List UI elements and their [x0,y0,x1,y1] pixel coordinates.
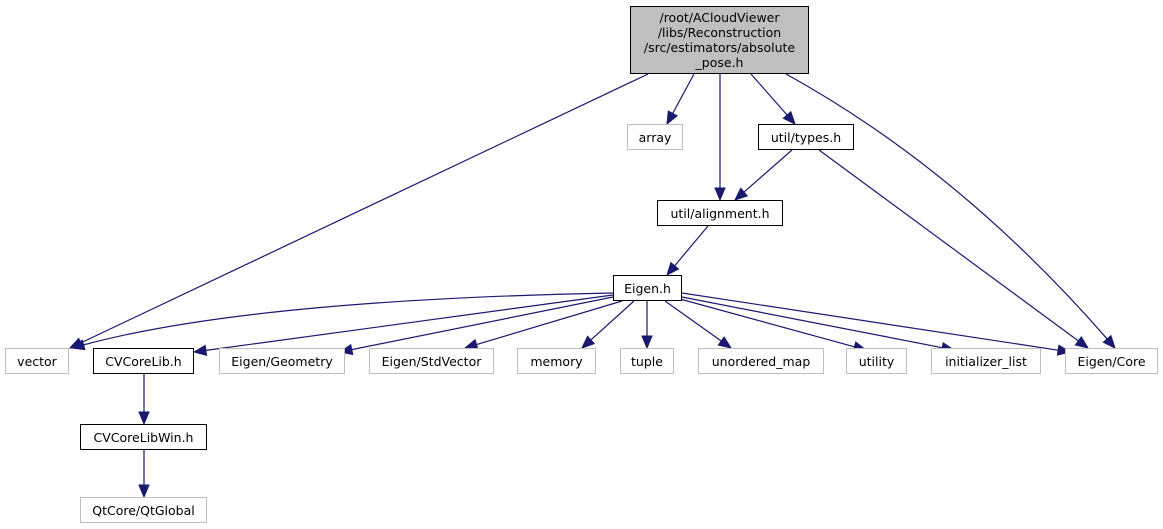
arrowhead-icon [717,336,733,349]
node-qtcore-qtglobal: QtCore/QtGlobal [80,497,207,523]
edge-line [590,300,635,341]
edge-eigen-to-eigencore [681,292,1072,356]
edge-line [674,225,709,267]
edge-types-to-eigencore [818,149,1090,349]
arrowhead-icon [138,484,150,499]
node-cvcorelibwin-h[interactable]: CVCoreLibWin.h [80,424,207,450]
arrowhead-icon [70,339,86,351]
node-unordered-map: unordered_map [698,348,824,374]
arrowhead-icon [641,335,653,350]
edge-eigen-to-vector [70,292,614,351]
node-util-alignment-h[interactable]: util/alignment.h [657,200,783,226]
edge-root-to-array [666,73,695,126]
edge-line [83,292,614,346]
edge-line [679,298,855,348]
arrowhead-icon [714,187,726,202]
node-array: array [627,124,683,150]
edge-line [205,294,614,351]
edge-line [681,296,943,349]
edge-line [818,149,1079,342]
node-util-types-h[interactable]: util/types.h [758,124,854,150]
edge-root-to-alignment [714,74,726,202]
edge-cvcorelibwin-to-qtglobal [138,450,150,499]
node-eigen-h[interactable]: Eigen.h [613,275,682,301]
edge-eigen-to-cvcorelib [192,294,614,357]
edge-line [743,149,793,193]
edge-line [664,300,722,342]
node-vector: vector [5,348,69,374]
node-initializer-list: initializer_list [931,348,1041,374]
arrowhead-icon [192,344,208,357]
node-cvcorelib-h[interactable]: CVCoreLib.h [93,348,194,374]
arrowhead-icon [1074,335,1090,349]
node-utility: utility [846,348,907,374]
edge-root-to-eigencore [785,73,1116,349]
root-line-1: /root/ACloudViewer [659,10,780,25]
root-line-2: /libs/Reconstruction [657,25,782,40]
edge-line [750,73,788,116]
edge-eigen-to-memory [581,300,635,349]
edge-root-to-types [750,73,796,125]
edge-line [681,292,1059,351]
node-tuple: tuple [620,348,674,374]
edge-types-to-alignment [734,149,793,201]
edge-eigen-to-tuple [641,301,653,350]
node-eigen-core: Eigen/Core [1065,348,1158,374]
node-memory: memory [517,348,596,374]
arrowhead-icon [138,411,150,426]
edge-alignment-to-eigen [666,225,709,276]
node-eigen-geometry: Eigen/Geometry [219,348,345,374]
arrowhead-icon [581,335,596,349]
root-line-4: _pose.h [695,55,744,70]
node-absolute-pose-h: /root/ACloudViewer /libs/Reconstruction … [630,6,809,74]
edge-line [351,296,614,351]
edge-line [80,73,649,344]
edge-cvcorelib-to-cvcorelibwin [138,374,150,426]
edge-line [785,73,1108,340]
edge-eigen-to-stdvector [463,300,623,350]
node-eigen-stdvector: Eigen/StdVector [369,348,494,374]
arrowhead-icon [782,110,796,125]
arrowhead-icon [666,261,680,276]
edge-line [672,73,695,114]
root-line-3: /src/estimators/absolute [643,40,796,55]
arrowhead-icon [734,187,749,201]
arrowhead-icon [1102,334,1116,349]
arrowhead-icon [666,110,678,126]
edge-line [476,300,623,346]
edge-eigen-to-unordered_map [664,300,733,349]
